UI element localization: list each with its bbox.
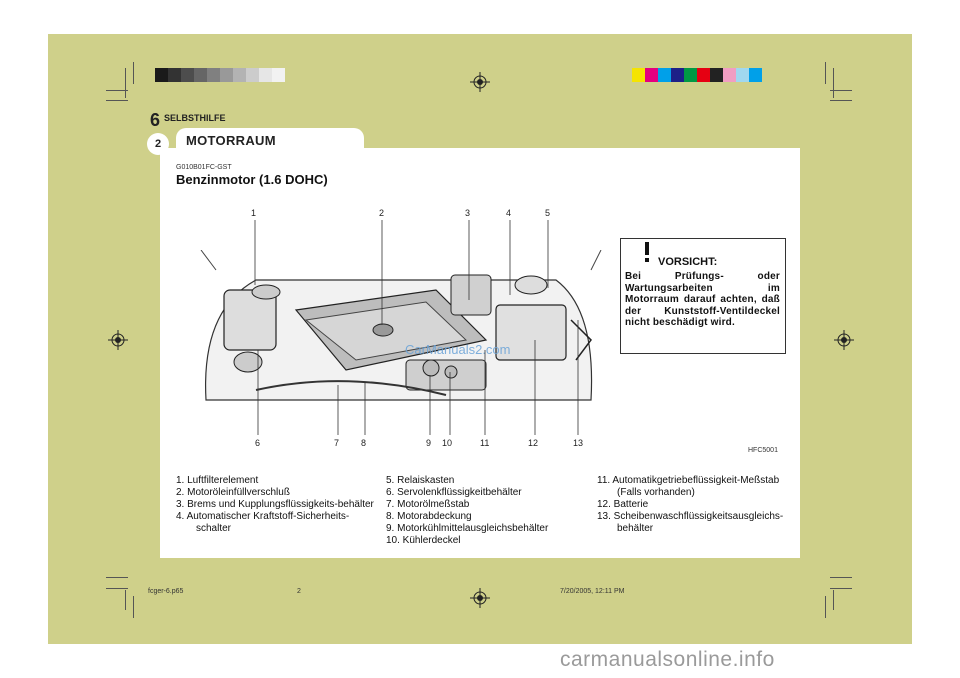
legend-item: 13. Scheibenwaschflüssigkeitsausgleichs-…: [597, 511, 784, 534]
crop-mark: [830, 100, 852, 101]
color-swatch: [658, 68, 671, 82]
caution-title: VORSICHT:: [658, 256, 718, 268]
color-swatch: [736, 68, 749, 82]
legend-column-1: 1. Luftfilterelement 2. Motoröleinfüllve…: [176, 475, 376, 535]
color-swatch: [632, 68, 645, 82]
process-color-bar: [632, 68, 762, 82]
color-swatch: [710, 68, 723, 82]
registration-mark-icon: [834, 330, 854, 350]
crop-mark: [106, 577, 128, 578]
color-swatch: [207, 68, 220, 82]
color-swatch: [233, 68, 246, 82]
crop-mark: [133, 62, 134, 84]
warning-triangle-icon: [645, 242, 649, 262]
color-swatch: [181, 68, 194, 82]
callout-number: 13: [573, 438, 584, 448]
callout-number: 4: [506, 208, 512, 218]
color-swatch: [246, 68, 259, 82]
registration-mark-icon: [470, 588, 490, 608]
page-heading: Benzinmotor (1.6 DOHC): [176, 172, 328, 187]
legend-item: 2. Motoröleinfüllverschluß: [176, 487, 290, 498]
callout-number: 2: [379, 208, 385, 218]
crop-mark: [106, 588, 128, 589]
grayscale-color-bar: [155, 68, 285, 82]
callout-number: 8: [361, 438, 367, 448]
callout-number: 5: [545, 208, 551, 218]
legend-column-3: 11. Automatikgetriebeflüssigkeit-Meßstab…: [597, 475, 792, 535]
crop-mark: [825, 62, 826, 84]
crop-mark: [125, 590, 126, 610]
color-swatch: [220, 68, 233, 82]
crop-mark: [830, 577, 852, 578]
legend-item: 8. Motorabdeckung: [386, 511, 472, 522]
callout-number: 7: [334, 438, 340, 448]
callout-number: 11: [480, 438, 490, 448]
registration-mark-icon: [108, 330, 128, 350]
color-swatch: [259, 68, 272, 82]
legend-item: 1. Luftfilterelement: [176, 475, 259, 486]
crop-mark: [830, 588, 852, 589]
color-swatch: [168, 68, 181, 82]
chapter-number: 6: [150, 110, 161, 130]
caution-text: Bei Prüfungs- oder Wartungsarbeiten im M…: [625, 271, 780, 328]
callout-number: 6: [255, 438, 261, 448]
legend-item: 9. Motorkühlmittelausgleichsbehälter: [386, 523, 549, 534]
registration-mark-icon: [470, 72, 490, 92]
crop-mark: [825, 596, 826, 618]
footer-timestamp: 7/20/2005, 12:11 PM: [560, 588, 625, 595]
engine-bay-illustration: [200, 250, 602, 401]
callout-leader-lines: [254, 220, 579, 435]
crop-mark: [833, 590, 834, 610]
legend-item: 7. Motorölmeßstab: [386, 499, 470, 510]
image-code: HFC5001: [748, 447, 778, 454]
color-swatch: [645, 68, 658, 82]
legend-item: 10. Kühlerdeckel: [386, 535, 461, 546]
legend-item: 12. Batterie: [597, 499, 649, 510]
color-swatch: [749, 68, 762, 82]
footer-file-name: fcger-6.p65: [148, 588, 184, 595]
callout-number: 9: [426, 438, 432, 448]
caution-box: [620, 238, 786, 354]
chapter-title: SELBSTHILFE: [164, 113, 226, 123]
callout-number: 12: [528, 438, 539, 448]
crop-mark: [833, 68, 834, 98]
legend-item: 6. Servolenkflüssigkeitbehälter: [386, 487, 522, 498]
legend-column-2: 5. Relaiskasten 6. Servolenkflüssigkeitb…: [386, 475, 586, 547]
callout-number: 10: [442, 438, 453, 448]
color-swatch: [272, 68, 285, 82]
callout-number: 3: [465, 208, 471, 218]
color-swatch: [194, 68, 207, 82]
callout-number: 1: [251, 208, 257, 218]
legend-item: 11. Automatikgetriebeflüssigkeit-Meßstab…: [597, 475, 780, 498]
legend-item: 4. Automatischer Kraftstoff-Sicherheits-…: [176, 511, 350, 534]
legend-item: 5. Relaiskasten: [386, 475, 455, 486]
crop-mark: [125, 68, 126, 98]
watermark-text: CarManuals2.com: [405, 342, 511, 357]
section-tab-label: MOTORRAUM: [186, 133, 276, 148]
legend-item: 3. Brems und Kupplungsflüssigkeits-behäl…: [176, 499, 374, 510]
crop-mark: [830, 90, 852, 91]
color-swatch: [684, 68, 697, 82]
color-swatch: [697, 68, 710, 82]
site-watermark: carmanualsonline.info: [560, 648, 775, 671]
color-swatch: [155, 68, 168, 82]
color-swatch: [671, 68, 684, 82]
crop-mark: [106, 90, 128, 91]
crop-mark: [106, 100, 128, 101]
color-swatch: [723, 68, 736, 82]
crop-mark: [133, 596, 134, 618]
document-code: G010B01FC-GST: [176, 164, 232, 171]
section-tab: [176, 128, 364, 148]
page-number-badge: 2: [147, 133, 169, 155]
footer-page-number: 2: [297, 588, 301, 595]
